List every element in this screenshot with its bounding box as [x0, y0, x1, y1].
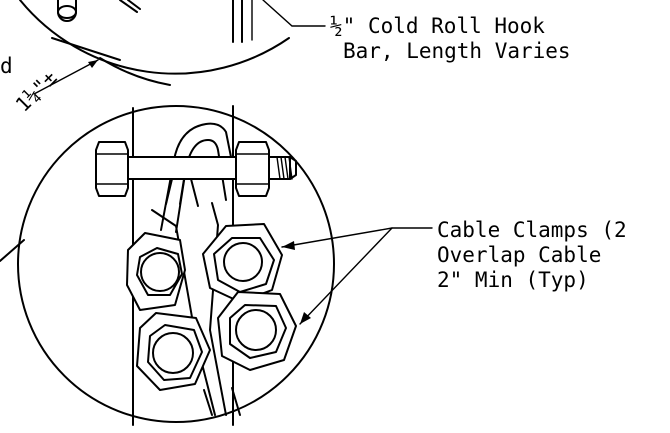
- hook-bar-label-line2: Bar, Length Varies: [343, 39, 571, 63]
- cable-clamps-label-line3: 2" Min (Typ): [437, 268, 589, 292]
- right-nut: [235, 141, 270, 197]
- dimension-label: 1¼"±: [11, 66, 62, 117]
- upper-detail-circle: [19, 0, 326, 95]
- cable-clamp-bottom-left: [136, 312, 211, 391]
- cable-clamp-top-left: [126, 232, 186, 311]
- bolt-assembly: [95, 141, 297, 205]
- left-nut: [95, 141, 129, 197]
- hook-bar-leader: [262, 0, 326, 27]
- cable-clamp-bottom-right: [217, 291, 297, 371]
- left-fragment-label: d: [0, 54, 13, 78]
- lower-detail-circle: [0, 105, 335, 423]
- cable-clamps-label-line2: Overlap Cable: [437, 243, 601, 267]
- hook-bar-label-line1: " Cold Roll Hook: [343, 14, 546, 38]
- clamp-leaders: [281, 227, 433, 325]
- hook-bar-label: ½" Cold Roll Hook: [330, 14, 545, 38]
- cable-clamps-label-line1: Cable Clamps (2: [437, 218, 627, 242]
- cable-clamp-top-right: [202, 223, 283, 303]
- hook-bar-fraction: ½: [330, 14, 343, 38]
